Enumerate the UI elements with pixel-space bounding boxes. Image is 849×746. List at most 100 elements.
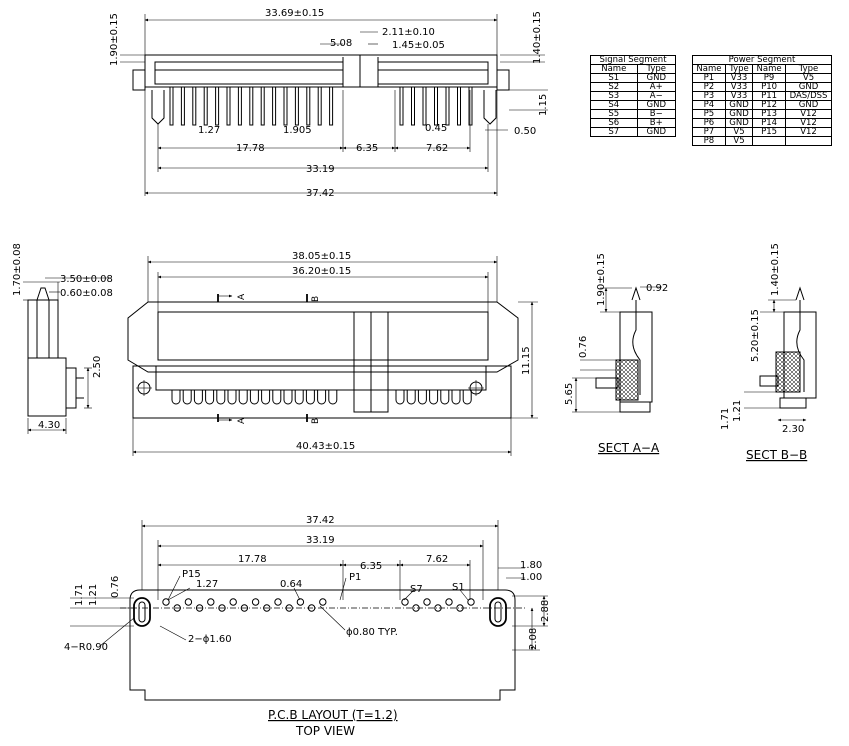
top-view-pin	[192, 86, 197, 126]
sv-dim-060: 0.60±0.08	[60, 288, 113, 299]
tv-dim-1778: 17.78	[236, 143, 265, 154]
tv-dim-508: 5.08	[330, 38, 352, 49]
tv-dim-3742: 37.42	[306, 188, 335, 199]
front-view-contact	[462, 390, 472, 405]
cut-a-top: A	[237, 293, 247, 300]
pcb-pin-hole	[412, 604, 420, 612]
front-view-contact	[205, 390, 215, 405]
pcb-dim-635: 6.35	[360, 561, 382, 572]
top-view-pin	[317, 86, 322, 126]
pcb-pin-hole	[456, 604, 464, 612]
front-view-contact	[193, 390, 203, 405]
pcb-pin-hole	[296, 598, 305, 606]
front-view-contact	[328, 390, 338, 405]
pcb-pin-hole	[319, 598, 327, 606]
top-view-pin	[249, 86, 254, 126]
front-view-contact	[305, 390, 315, 405]
top-view-pin	[226, 86, 231, 126]
top-view: 33.69±0.15 1.90±0.15 1.40±0.15 5.08 2.11…	[109, 8, 549, 199]
pcb-pin-hole	[173, 604, 181, 612]
top-view-pin	[203, 86, 208, 126]
fv-dim-3805: 38.05±0.15	[292, 251, 351, 262]
front-view-contact	[406, 390, 416, 405]
pcb-pin-hole	[307, 604, 316, 612]
pcb-label-s7: S7	[410, 584, 423, 595]
fv-dim-3620: 36.20±0.15	[292, 266, 351, 277]
top-view-pin	[237, 86, 242, 126]
signal-cell: GND	[636, 127, 677, 137]
top-view-pin	[329, 86, 334, 126]
pcb-dim-762: 7.62	[426, 554, 448, 565]
pcb-pin-hole	[274, 598, 282, 606]
front-view-contact	[395, 390, 405, 405]
front-view-contact	[429, 390, 439, 405]
pcb-dim-1778: 17.78	[238, 554, 267, 565]
front-view-contact	[227, 390, 237, 405]
pcb-pin-hole	[467, 598, 475, 606]
bb-dim-140: 1.40±0.15	[770, 243, 781, 296]
pcb-dim-100: 1.00	[520, 572, 542, 583]
pcb-title: P.C.B LAYOUT (T=1.2)	[268, 708, 398, 722]
cut-b-bottom: B	[311, 418, 321, 424]
right-slot	[489, 597, 507, 627]
top-view-pin	[294, 86, 299, 126]
signal-cell: S7	[590, 127, 638, 137]
front-view-contacts	[171, 390, 472, 405]
pcb-dim-127: 1.27	[196, 579, 218, 590]
pcb-dim-288: 2.88	[540, 600, 551, 622]
fv-dim-1115: 11.15	[521, 346, 532, 375]
front-view-contact	[171, 390, 181, 405]
top-view-pin	[215, 86, 220, 126]
pcb-dim-3319: 33.19	[306, 535, 335, 546]
tv-dim-127: 1.27	[198, 125, 220, 136]
top-view-pin	[457, 86, 461, 126]
front-view-contact	[238, 390, 248, 405]
front-view-contact	[417, 390, 427, 405]
pcb-pin-hole	[229, 598, 237, 606]
sv-dim-170: 1.70±0.08	[12, 243, 23, 296]
pcb-pin-hole	[423, 598, 431, 606]
tv-dim-635: 6.35	[356, 143, 378, 154]
tv-dim-1905: 1.905	[283, 125, 312, 136]
top-view-pin	[445, 86, 450, 126]
power-cell: V5	[724, 136, 754, 146]
pcb-pin-hole	[434, 604, 442, 612]
sv-dim-350: 3.50±0.08	[60, 274, 113, 285]
pcb-pin-hole	[195, 604, 204, 612]
section-bb: 1.40±0.15 5.20±0.15 1.71 1.21 2.30 SECT …	[720, 243, 817, 462]
top-view-pin	[399, 86, 404, 126]
tv-dim-050: 0.50	[514, 126, 536, 137]
tv-dim-115: 1.15	[538, 94, 549, 116]
power-cell	[752, 136, 787, 146]
front-view: A A B B 38.05±0.15 36.20±0.15 11.15 40.4…	[127, 251, 538, 456]
bb-dim-171: 1.71	[720, 408, 731, 430]
sv-dim-430: 4.30	[38, 420, 60, 431]
top-view-pin	[260, 86, 265, 126]
pcb-subtitle: TOP VIEW	[295, 724, 355, 738]
tv-dim-140: 1.40±0.15	[532, 11, 543, 64]
tv-dim-190: 1.90±0.15	[109, 13, 120, 66]
tv-dim-045: 0.45	[425, 123, 447, 134]
side-view: 1.70±0.08 3.50±0.08 0.60±0.08 2.50 4.30	[12, 243, 113, 434]
signal-table-caption: Signal Segment	[590, 55, 676, 65]
pcb-dim-208: 2.08	[528, 628, 539, 650]
top-view-pin	[180, 86, 185, 126]
front-view-contact	[440, 390, 450, 405]
pcb-pin-hole	[263, 604, 271, 612]
section-bb-title: SECT B−B	[746, 448, 807, 462]
top-view-pin	[468, 86, 473, 126]
top-view-pin	[169, 86, 174, 126]
top-view-pin	[411, 86, 415, 126]
left-slot	[133, 597, 151, 627]
front-view-contact	[283, 390, 293, 405]
pcb-label-p15: P15	[182, 569, 201, 580]
